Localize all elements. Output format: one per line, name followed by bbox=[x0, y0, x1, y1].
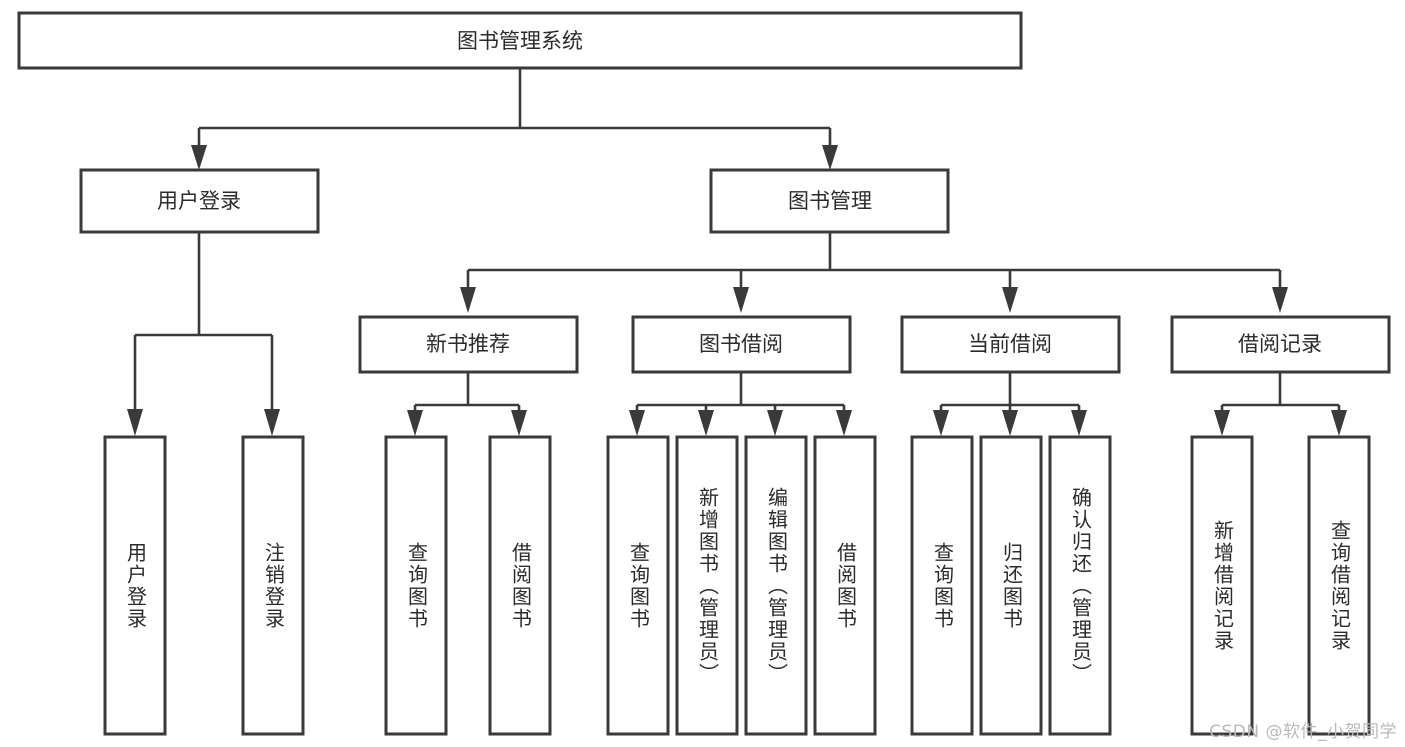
node-root[interactable]: 图书管理系统 bbox=[17, 11, 1023, 70]
arrow-head-leaf-edit-book bbox=[767, 410, 783, 436]
node-current-borrow-box[interactable] bbox=[900, 315, 1121, 374]
node-borrow-record-label: 借阅记录 bbox=[1238, 332, 1322, 356]
node-book-borrow-label: 图书借阅 bbox=[699, 332, 783, 356]
arrow-head-new-book-rec bbox=[460, 287, 476, 313]
node-borrow-record[interactable]: 借阅记录 bbox=[1170, 315, 1391, 374]
arrow-head-leaf-query-book-1 bbox=[407, 410, 423, 436]
arrow-head-leaf-confirm-return bbox=[1071, 410, 1087, 436]
arrow-head-leaf-borrow-book-1 bbox=[511, 410, 527, 436]
arrow-head-leaf-add-book bbox=[698, 410, 714, 436]
node-book-borrow[interactable]: 图书借阅 bbox=[631, 315, 852, 374]
node-current-borrow-label: 当前借阅 bbox=[968, 332, 1052, 356]
node-leaf-borrow-book-2-box[interactable] bbox=[813, 435, 877, 736]
node-current-borrow[interactable]: 当前借阅 bbox=[900, 315, 1121, 374]
node-root-label: 图书管理系统 bbox=[457, 29, 583, 53]
node-leaf-user-login-box[interactable] bbox=[103, 435, 167, 736]
node-new-book-rec[interactable]: 新书推荐 bbox=[358, 315, 579, 374]
arrow-head-leaf-query-book-2 bbox=[629, 410, 645, 436]
arrow-head-leaf-return-book bbox=[1002, 410, 1018, 436]
arrow-head-current-borrow bbox=[1002, 287, 1018, 313]
node-leaf-query-record-box[interactable] bbox=[1307, 435, 1371, 736]
node-leaf-logout-box[interactable] bbox=[241, 435, 305, 736]
node-leaf-edit-book-box[interactable] bbox=[744, 435, 808, 736]
node-root-box[interactable] bbox=[17, 11, 1023, 70]
node-book-borrow-box[interactable] bbox=[631, 315, 852, 374]
arrow-head-leaf-query-record bbox=[1331, 410, 1347, 436]
node-borrow-record-box[interactable] bbox=[1170, 315, 1391, 374]
node-leaf-return-book-box[interactable] bbox=[979, 435, 1043, 736]
node-new-book-rec-label: 新书推荐 bbox=[426, 332, 510, 356]
node-leaf-query-book-3-box[interactable] bbox=[910, 435, 974, 736]
node-leaf-query-book-1-box[interactable] bbox=[384, 435, 448, 736]
node-book-manage-label: 图书管理 bbox=[788, 189, 872, 213]
arrow-head-leaf-borrow-book-2 bbox=[836, 410, 852, 436]
arrow-head-leaf-add-record bbox=[1214, 410, 1230, 436]
node-leaf-add-record-box[interactable] bbox=[1190, 435, 1254, 736]
node-leaf-confirm-return-box[interactable] bbox=[1048, 435, 1112, 736]
node-leaf-add-book-box[interactable] bbox=[675, 435, 739, 736]
connector-layer bbox=[127, 68, 1347, 436]
node-user-login[interactable]: 用户登录 bbox=[79, 168, 320, 234]
leaf-box-layer bbox=[103, 435, 1371, 736]
arrow-head-leaf-logout bbox=[264, 409, 280, 436]
arrow-head-leaf-query-book-3 bbox=[933, 410, 949, 436]
watermark-text: CSDN @软件_小贺同学 bbox=[1209, 722, 1397, 742]
node-new-book-rec-box[interactable] bbox=[358, 315, 579, 374]
arrow-head-leaf-user-login bbox=[127, 409, 143, 436]
node-book-manage-box[interactable] bbox=[709, 168, 950, 234]
node-user-login-label: 用户登录 bbox=[157, 189, 241, 213]
arrow-head-borrow-record bbox=[1272, 287, 1288, 313]
node-user-login-box[interactable] bbox=[79, 168, 320, 234]
arrow-head-user-login bbox=[191, 145, 207, 170]
node-leaf-borrow-book-1-box[interactable] bbox=[488, 435, 552, 736]
node-leaf-query-book-2-box[interactable] bbox=[606, 435, 670, 736]
arrow-head-book-manage bbox=[822, 145, 838, 170]
arrow-head-book-borrow bbox=[733, 287, 749, 313]
node-book-manage[interactable]: 图书管理 bbox=[709, 168, 950, 234]
